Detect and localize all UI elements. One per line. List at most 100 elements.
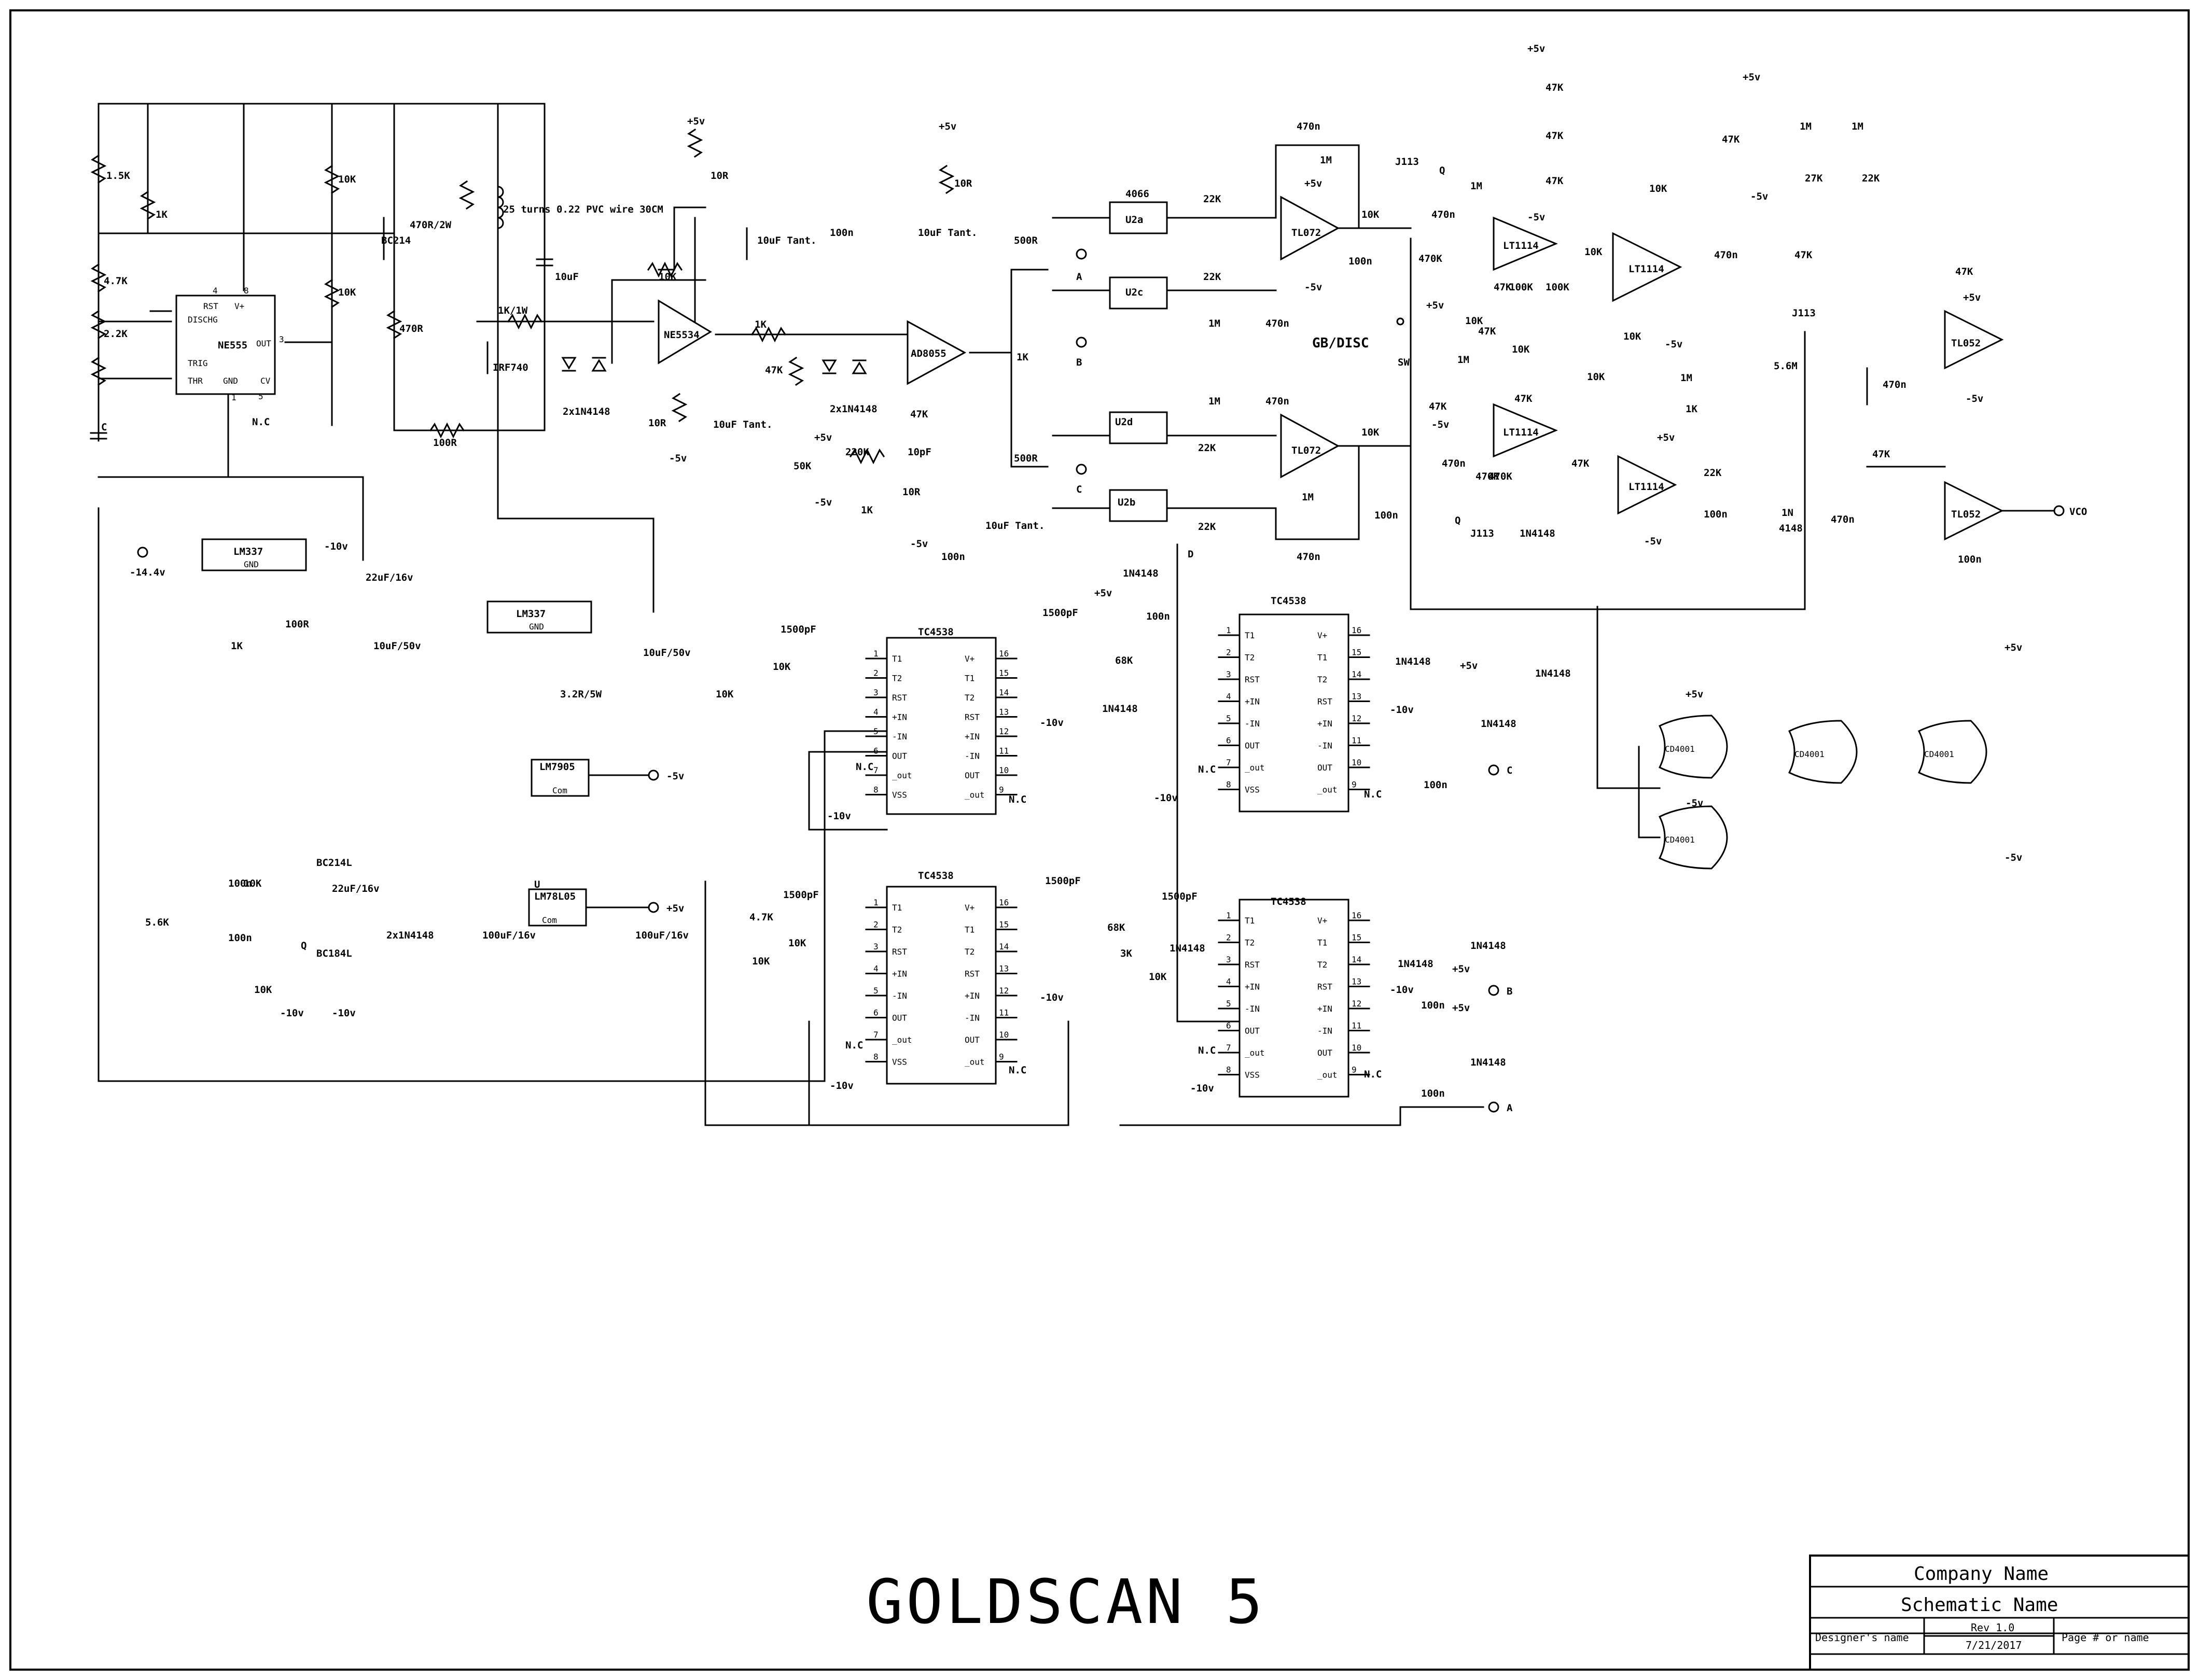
r-1m-vco-b-label: 1M	[1852, 121, 1863, 132]
switch-integrator-section: U2a 4066 U2c U2d U2b A B C D 22K 22K 22K…	[1052, 121, 1412, 563]
terminal-m144v	[137, 547, 148, 558]
pot-50k-vminus: -5v	[814, 497, 832, 508]
c-100n-ad2-label: 100n	[941, 551, 965, 563]
nc-m3b: N.C	[1009, 1065, 1026, 1076]
tc4538-3-chip	[886, 886, 997, 1085]
r-10k-m2-label: 10K	[788, 937, 806, 949]
c-100n-int-b-label: 100n	[1374, 510, 1398, 521]
r-10k-lt-e-label: 10K	[1649, 183, 1667, 194]
tc4538-pin-number: 2	[1226, 933, 1231, 943]
power-supply: LM337 GND -14.4v -10v 22uF/16v 100R 1K L…	[130, 538, 691, 1019]
tc4538-pin-name: T1	[1317, 653, 1327, 663]
cd4001-gate-b	[1658, 805, 1728, 870]
lt1114-a-opamp	[1493, 216, 1558, 271]
tc4538-pin-name: _out	[1317, 785, 1338, 795]
ad8055-label: AD8055	[911, 348, 947, 359]
r-47k-vco2-label: 47K	[1955, 266, 1973, 277]
tc4538-pin-number: 3	[873, 942, 879, 951]
tc4538-pin-name: _out	[1245, 1048, 1265, 1058]
tc4538-pin-number: 2	[873, 668, 879, 678]
tl052-a-label: TL052	[1951, 338, 1981, 349]
r-1m-vco-a-label: 1M	[1800, 121, 1812, 132]
tc4538-pin-number: 11	[1352, 736, 1361, 746]
vminus-gate-d: -5v	[2005, 852, 2022, 863]
tc4538-pin-name: T1	[1245, 916, 1255, 926]
tc4538-pin-number: 9	[1352, 1065, 1357, 1075]
terminal-b-mid	[1076, 337, 1087, 348]
r-1m-d-label: 1M	[1208, 396, 1220, 407]
r-10k-m1-label: 10K	[773, 661, 791, 673]
r-47k-vco-label: 47K	[1722, 134, 1740, 145]
tc4538-2-label: TC4538	[1271, 595, 1306, 607]
label-m10v-m3: -10v	[1040, 992, 1064, 1003]
r-10k-lt-d-label: 10K	[1587, 371, 1605, 383]
tc4538-pin-name: OUT	[1317, 763, 1332, 773]
revision-date: 7/21/2017	[1966, 1639, 2022, 1651]
r-68k-b-label: 68K	[1107, 922, 1125, 933]
tc4538-pin-name: _out	[892, 771, 912, 780]
bc214-label: BC214	[381, 235, 411, 246]
nc-m2a: N.C	[1198, 764, 1216, 775]
label-m10v-m2: -10v	[1390, 704, 1414, 716]
tc4538-2-chip	[1238, 613, 1349, 813]
ne5534-opamp	[658, 299, 712, 365]
pot-10k-m3-label: 10K	[1149, 971, 1167, 983]
d-1n4148-m8-label: 1N4148	[1470, 1057, 1506, 1068]
r-10k-lt-a-label: 10K	[1465, 315, 1483, 327]
c-1500pf-d-label: 1500pF	[1045, 875, 1081, 887]
r-47k-lt-c-label: 47K	[1571, 458, 1590, 469]
tc4538-pin-number: 13	[999, 964, 1009, 974]
r-10k-b-label: 10K	[338, 287, 356, 298]
sw-label: SW	[1398, 357, 1410, 368]
bc214l-label: BC214L	[316, 857, 352, 869]
r-5m6-label: 5.6M	[1774, 360, 1798, 372]
r-1m-a-label: 1M	[1320, 155, 1332, 166]
preamp-section: NE5534 10K 10R +5v 10uF Tant. 10R -5v 10…	[647, 116, 1049, 563]
lt1114-d-opamp	[1617, 455, 1677, 515]
tc4538-pin-name: RST	[1245, 675, 1260, 684]
tc4538-pin-name: T2	[892, 674, 902, 683]
r-470r-label: 470R	[399, 323, 423, 334]
label-a-out: A	[1507, 1102, 1513, 1114]
vco-output-terminal	[2053, 505, 2065, 516]
r-10k-fb	[647, 261, 683, 278]
r-1k-ad-label: 1K	[861, 505, 873, 516]
u2b-label: U2b	[1118, 497, 1135, 508]
r-ne555-lower	[90, 356, 107, 386]
ne555-nc: N.C	[252, 416, 270, 428]
r-47k-shunt-label: 47K	[765, 365, 783, 376]
d-2x1n4148-b-label: 2x1N4148	[830, 403, 878, 415]
vplus-vco: +5v	[1743, 72, 1760, 83]
r-100r	[429, 422, 465, 439]
tc4538-pin-number: 7	[1226, 1043, 1231, 1053]
tc4538-pin-number: 3	[1226, 669, 1231, 679]
pot-10k-m2-label: 10K	[752, 956, 770, 967]
r-10k-lt-b-label: 10K	[1512, 344, 1530, 355]
tc4538-2: TC4538	[1238, 595, 1349, 813]
r-100r-label: 100R	[433, 437, 457, 449]
tc4538-pin-number: 10	[1352, 1043, 1361, 1053]
r-10k-int-a-label: 10K	[1361, 209, 1380, 220]
r-68k-a-label: 68K	[1115, 655, 1133, 666]
lt1114-b-label: LT1114	[1503, 427, 1539, 438]
tc4538-pin-number: 1	[873, 898, 879, 907]
r-10r-ad-top	[938, 164, 955, 194]
c-10pf-label: 10pF	[908, 446, 931, 458]
schematic-name: Schematic Name	[1901, 1594, 2058, 1616]
lm337-a-gnd: GND	[244, 559, 259, 569]
tc4538-pin-name: +IN	[892, 712, 907, 722]
tc4538-pin-name: V+	[965, 654, 975, 664]
tc4538-pin-name: _out	[965, 1057, 985, 1067]
ne555-pin-vplus: V+	[234, 301, 244, 311]
tl072-a-label: TL072	[1291, 227, 1321, 239]
lm78l05-label: LM78L05	[534, 891, 576, 902]
r-10k-a	[324, 164, 340, 194]
vplus-m: +5v	[1094, 587, 1112, 599]
terminal-p5v-ps	[648, 902, 659, 913]
tc4538-4: TC4538	[1238, 896, 1349, 1098]
tc4538-pin-name: T2	[892, 925, 902, 935]
tl072-a-vplus: +5v	[1304, 178, 1322, 189]
c-1500pf-c-label: 1500pF	[783, 889, 819, 901]
tc4538-pin-number: 16	[999, 649, 1009, 659]
nc-m1a: N.C	[856, 761, 873, 773]
